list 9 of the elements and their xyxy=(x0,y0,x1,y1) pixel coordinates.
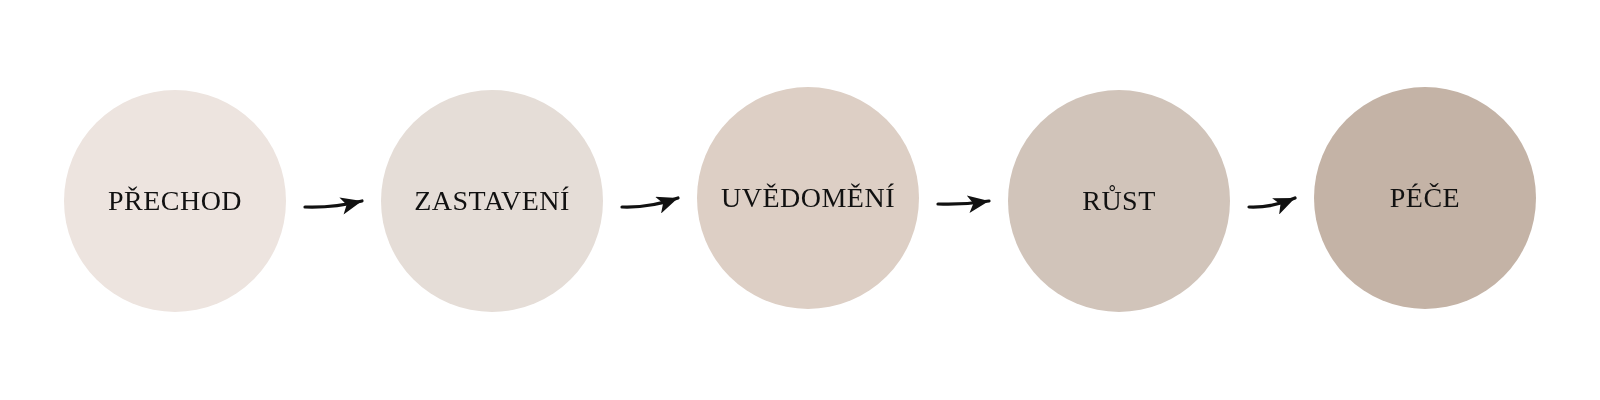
arrow xyxy=(936,195,991,213)
stage-label: PŘECHOD xyxy=(107,185,243,217)
stage-label: ZASTAVENÍ xyxy=(414,185,570,217)
arrow xyxy=(1247,196,1297,215)
arrow xyxy=(620,196,680,214)
stage-label: UVĚDOMĚNÍ xyxy=(721,182,895,214)
stage-label: PÉČE xyxy=(1389,182,1461,214)
stage-label: RŮST xyxy=(1082,185,1156,217)
arrow xyxy=(303,197,364,215)
